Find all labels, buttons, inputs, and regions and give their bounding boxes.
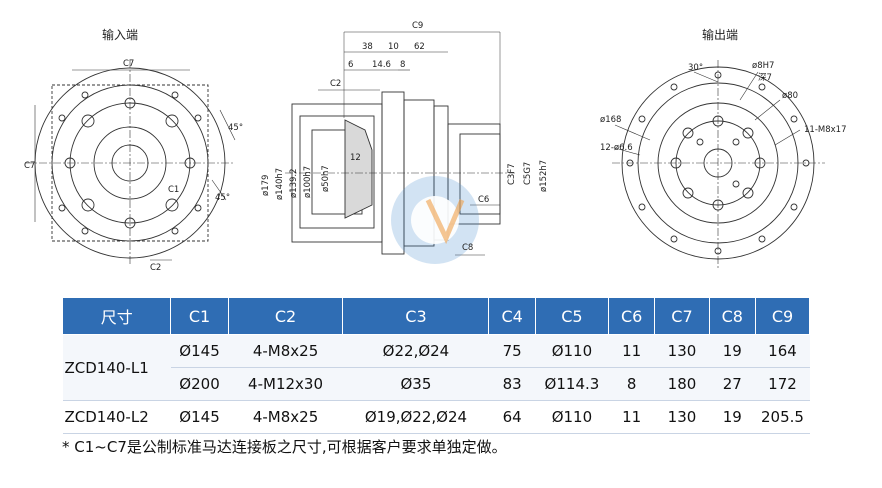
dim-holes: 12-ø6.6 <box>600 143 633 153</box>
header-size: 尺寸 <box>61 297 172 335</box>
table-cell: 19 <box>709 334 756 368</box>
dim-d80: ø80 <box>782 91 798 101</box>
table-cell: 130 <box>654 334 710 368</box>
dim-d140: ø140h7 <box>275 168 285 200</box>
dim-c7-side: C7 <box>24 161 35 171</box>
table-cell: 8 <box>608 367 655 401</box>
spec-table: 尺寸 C1 C2 C3 C4 C5 C6 C7 C8 C9 ZCD140-L1 … <box>61 297 810 434</box>
watermark-logo <box>391 176 479 264</box>
table-cell: Ø110 <box>535 400 609 434</box>
dim-d50: ø50h7 <box>321 165 331 192</box>
table-row: ZCD140-L1 Ø145 4-M8x25 Ø22,Ø24 75 Ø110 1… <box>62 334 810 401</box>
output-end-view <box>612 60 825 268</box>
model-cell: ZCD140-L1 <box>62 334 171 401</box>
table-row: Ø200 4-M12x30 Ø35 83 Ø114.3 8 180 27 172 <box>63 367 810 401</box>
table-cell: 4-M8x25 <box>228 400 343 434</box>
header-c8: C8 <box>708 297 757 335</box>
table-cell: Ø110 <box>535 334 609 368</box>
dim-c2-left: C2 <box>150 263 161 273</box>
dim-c8: C8 <box>462 243 473 253</box>
table-cell: 172 <box>755 367 810 401</box>
dim-angle-45-a: 45° <box>228 123 243 133</box>
dim-d100: ø100h7 <box>303 166 313 198</box>
table-row: ZCD140-L2 Ø145 4-M8x25 Ø19,Ø22,Ø24 64 Ø1… <box>62 400 810 434</box>
table-cell: 130 <box>654 400 710 434</box>
dim-d179: ø179 <box>261 175 271 196</box>
table-cell: Ø114.3 <box>535 367 609 401</box>
table-cell: Ø35 <box>342 367 489 401</box>
table-cell: Ø200 <box>170 367 229 401</box>
header-c6: C6 <box>607 297 656 335</box>
table-cell: 11 <box>608 334 655 368</box>
header-c1: C1 <box>170 297 229 335</box>
dim-12: 12 <box>350 153 361 163</box>
table-cell: Ø145 <box>170 334 229 368</box>
table-cell: 205.5 <box>755 400 810 434</box>
footnote: * C1~C7是公制标准马达连接板之尺寸,可根据客户要求单独定做。 <box>62 438 507 456</box>
table-cell: 75 <box>488 334 536 368</box>
dim-c2-mid: C2 <box>330 79 341 89</box>
header-c9: C9 <box>755 297 810 335</box>
dim-62: 62 <box>414 42 425 52</box>
table-cell: 164 <box>755 334 810 368</box>
table-cell: 83 <box>488 367 536 401</box>
input-end-view <box>25 60 236 265</box>
table-cell: Ø22,Ø24 <box>342 334 489 368</box>
dim-c7-top: C7 <box>123 59 134 69</box>
output-end-label: 输出端 <box>702 28 739 42</box>
input-end-label: 输入端 <box>102 28 139 42</box>
dim-38: 38 <box>362 42 373 52</box>
dim-c5: C5G7 <box>523 162 533 185</box>
spec-table-header: 尺寸 C1 C2 C3 C4 C5 C6 C7 C8 C9 <box>61 297 810 335</box>
technical-drawing: C7 C7 C1 C2 45° 45° C9 38 10 62 6 14.6 8… <box>24 21 846 273</box>
header-c4: C4 <box>488 297 536 335</box>
header-c3: C3 <box>342 297 490 335</box>
model-cell: ZCD140-L2 <box>62 400 171 434</box>
dim-d139: ø139.2 <box>289 168 299 198</box>
dim-d168: ø168 <box>600 115 621 125</box>
header-c7: C7 <box>654 297 710 335</box>
dim-d8h7: ø8H7 <box>752 61 774 71</box>
dim-angle-45-b: 45° <box>215 193 230 203</box>
dim-14-6: 14.6 <box>372 60 391 70</box>
dim-m8: 11-M8x17 <box>804 125 846 135</box>
table-cell: 11 <box>608 400 655 434</box>
dim-10: 10 <box>388 42 399 52</box>
header-c5: C5 <box>534 297 609 335</box>
table-cell: Ø145 <box>170 400 229 434</box>
side-section-view <box>285 31 515 256</box>
table-cell: 4-M8x25 <box>228 334 343 368</box>
table-cell: 19 <box>709 400 756 434</box>
header-c2: C2 <box>227 297 344 335</box>
dim-6: 6 <box>348 60 353 70</box>
table-cell: Ø19,Ø22,Ø24 <box>342 400 489 434</box>
dim-angle-30: 30° <box>688 63 703 73</box>
dim-c1: C1 <box>168 185 179 195</box>
dim-c6: C6 <box>478 195 489 205</box>
table-cell: 64 <box>488 400 536 434</box>
table-cell: 4-M12x30 <box>228 367 343 401</box>
dim-8: 8 <box>400 60 405 70</box>
table-cell: 27 <box>709 367 756 401</box>
dim-c3: C3F7 <box>507 163 517 185</box>
dim-c9: C9 <box>412 21 423 31</box>
dim-d152: ø152h7 <box>539 160 549 192</box>
table-cell: 180 <box>654 367 710 401</box>
dim-depth: 深7 <box>758 73 772 83</box>
